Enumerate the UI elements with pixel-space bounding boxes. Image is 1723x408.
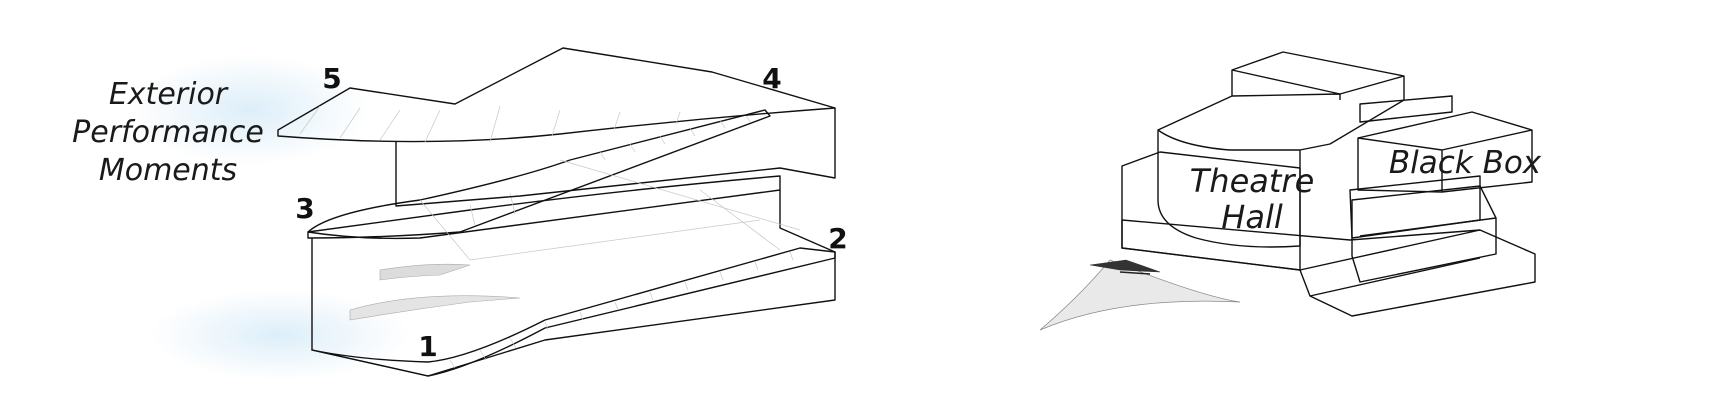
glow-bottom-left [150, 290, 410, 380]
top-slab-treads [299, 105, 681, 143]
glow-top-left [130, 55, 370, 165]
point-label-2: 2 [828, 222, 847, 255]
point-label-3: 3 [295, 192, 314, 225]
annotation-line-3: Moments [99, 153, 237, 188]
upper-volume [395, 108, 836, 207]
theatre-hall-roof-edge [1157, 69, 1405, 151]
theatre-label-line-1: Theatre [1190, 162, 1315, 200]
middle-to-upper-ramp [307, 109, 771, 239]
annotation-line-2: Performance [72, 115, 264, 150]
black-box-volume [1357, 111, 1533, 193]
black-box-label: Black Box [1389, 145, 1542, 181]
base-podium-top-edge [1299, 229, 1481, 271]
base-podium [1121, 219, 1536, 317]
annotation-line-1: Exterior [109, 77, 229, 112]
theatre-label-line-2: Hall [1221, 198, 1283, 236]
theatre-hall-volume [1157, 51, 1405, 248]
right-middle-mass [1349, 175, 1481, 239]
venue-massing-diagram: Theatre Hall Black Box [1039, 51, 1542, 331]
point-label-1: 1 [418, 330, 437, 363]
back-mass [1359, 95, 1453, 123]
middle-ramp-treads [469, 113, 751, 226]
black-box-top-edge [1357, 129, 1533, 192]
top-slab [277, 47, 836, 143]
base-podium-mid-edge [1309, 257, 1481, 297]
lower-ramp [311, 247, 836, 377]
middle-slab [307, 175, 781, 240]
point-label-5: 5 [322, 62, 341, 95]
point-label-4: 4 [762, 62, 781, 95]
interior-seating-tiers [349, 263, 521, 321]
lower-ramp-treads [449, 251, 794, 369]
seating-hatch [1039, 259, 1241, 331]
interior-lines [419, 159, 801, 261]
performance-ramp-diagram: Exterior Performance Moments 1 2 3 4 5 [72, 47, 848, 380]
